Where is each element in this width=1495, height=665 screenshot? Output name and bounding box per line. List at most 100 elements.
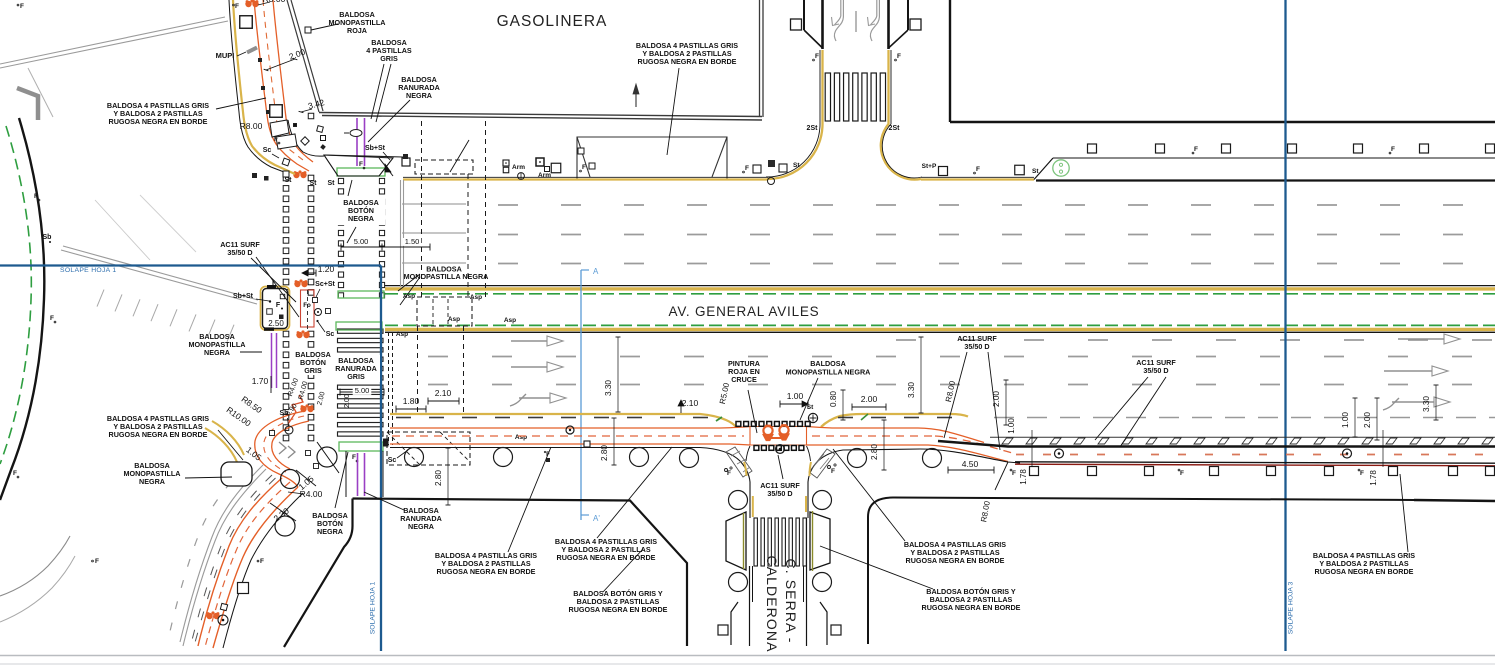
svg-text:BALDOSA: BALDOSA	[426, 265, 462, 274]
svg-text:Asp: Asp	[470, 294, 482, 301]
svg-text:A': A'	[593, 514, 600, 523]
svg-text:BALDOSA: BALDOSA	[343, 198, 379, 207]
svg-text:St+P: St+P	[922, 163, 937, 170]
svg-text:Y BALDOSA 2 PASTILLAS: Y BALDOSA 2 PASTILLAS	[113, 422, 203, 431]
svg-text:Y BALDOSA 2 PASTILLAS: Y BALDOSA 2 PASTILLAS	[113, 109, 203, 118]
svg-text:Sb: Sb	[43, 234, 52, 241]
svg-text:Asp: Asp	[504, 317, 516, 324]
svg-text:2.50: 2.50	[268, 319, 284, 328]
svg-text:R8.00: R8.00	[944, 380, 957, 403]
svg-text:2.00: 2.00	[344, 394, 351, 408]
svg-text:BOTÓN: BOTÓN	[317, 519, 343, 528]
svg-text:F: F	[359, 161, 363, 168]
svg-text:Fo: Fo	[303, 302, 311, 309]
svg-text:Y BALDOSA 2 PASTILLAS: Y BALDOSA 2 PASTILLAS	[642, 49, 732, 58]
svg-text:ROJA EN: ROJA EN	[728, 367, 760, 376]
svg-text:MONOPASTILLA: MONOPASTILLA	[329, 18, 386, 27]
svg-text:RANURADA: RANURADA	[335, 364, 377, 373]
svg-text:C. SERRA -: C. SERRA -	[783, 559, 799, 644]
svg-text:R8.00: R8.00	[240, 121, 263, 131]
svg-text:F: F	[815, 53, 819, 60]
svg-text:RUGOSA NEGRA EN BORDE: RUGOSA NEGRA EN BORDE	[638, 57, 737, 66]
svg-text:Y BALDOSA 2 PASTILLAS: Y BALDOSA 2 PASTILLAS	[1319, 559, 1409, 568]
svg-text:Sb: Sb	[280, 410, 289, 417]
svg-text:F: F	[20, 3, 24, 10]
svg-text:F: F	[235, 3, 239, 10]
svg-text:BALDOSA BOTÓN GRIS Y: BALDOSA BOTÓN GRIS Y	[573, 589, 663, 598]
svg-text:R5.00: R5.00	[718, 382, 731, 405]
svg-text:BALDOSA: BALDOSA	[339, 10, 375, 19]
svg-text:CRUCE: CRUCE	[731, 375, 757, 384]
svg-text:St: St	[328, 180, 336, 187]
svg-text:SOLAPE HOJA 3: SOLAPE HOJA 3	[1288, 582, 1295, 635]
svg-text:F: F	[1360, 470, 1364, 477]
svg-text:BALDOSA: BALDOSA	[295, 350, 331, 359]
svg-text:F: F	[727, 470, 731, 477]
svg-text:1.50: 1.50	[405, 237, 420, 246]
svg-text:F: F	[831, 468, 835, 475]
svg-text:AC11 SURF: AC11 SURF	[220, 240, 260, 249]
svg-text:Asp: Asp	[396, 331, 408, 338]
svg-text:Asp: Asp	[515, 434, 527, 441]
svg-text:St: St	[285, 177, 293, 184]
svg-text:BALDOSA: BALDOSA	[403, 506, 439, 515]
svg-text:MONOPASTILLA NEGRA: MONOPASTILLA NEGRA	[404, 272, 489, 281]
svg-text:BALDOSA 4 PASTILLAS GRIS: BALDOSA 4 PASTILLAS GRIS	[107, 414, 209, 423]
svg-text:SOLAPE HOJA 1: SOLAPE HOJA 1	[370, 582, 377, 635]
svg-text:BOTÓN: BOTÓN	[300, 358, 326, 367]
svg-text:St: St	[807, 404, 814, 411]
svg-text:1.70: 1.70	[252, 376, 269, 386]
svg-text:BALDOSA: BALDOSA	[371, 38, 407, 47]
svg-text:AC11 SURF: AC11 SURF	[1136, 358, 1176, 367]
svg-text:F: F	[1194, 146, 1198, 153]
svg-text:2.80: 2.80	[600, 445, 609, 461]
svg-text:St: St	[310, 180, 318, 187]
svg-text:MONOPASTILLA: MONOPASTILLA	[124, 469, 181, 478]
svg-text:CALDERONA: CALDERONA	[764, 555, 780, 652]
svg-text:R4.00: R4.00	[298, 381, 310, 401]
svg-text:RUGOSA NEGRA EN BORDE: RUGOSA NEGRA EN BORDE	[906, 556, 1005, 565]
svg-text:SOLAPE HOJA 1: SOLAPE HOJA 1	[60, 267, 116, 274]
svg-text:1.00: 1.00	[1341, 412, 1350, 428]
svg-text:BALDOSA 4 PASTILLAS GRIS: BALDOSA 4 PASTILLAS GRIS	[435, 551, 537, 560]
svg-text:35/50 D: 35/50 D	[1143, 366, 1168, 375]
svg-text:Sb+St: Sb+St	[365, 145, 386, 152]
svg-text:R3.00: R3.00	[263, 0, 286, 4]
svg-text:BALDOSA: BALDOSA	[338, 356, 374, 365]
svg-text:F: F	[976, 166, 980, 173]
svg-text:F: F	[34, 193, 38, 200]
svg-text:MONOPASTILLA NEGRA: MONOPASTILLA NEGRA	[786, 368, 871, 377]
svg-text:F: F	[95, 558, 99, 565]
svg-text:GRIS: GRIS	[304, 366, 322, 375]
svg-text:RUGOSA NEGRA EN BORDE: RUGOSA NEGRA EN BORDE	[109, 117, 208, 126]
svg-text:RUGOSA NEGRA EN BORDE: RUGOSA NEGRA EN BORDE	[437, 567, 536, 576]
svg-text:1.00: 1.00	[1007, 418, 1016, 434]
svg-text:2.80: 2.80	[870, 444, 879, 460]
svg-text:2.00: 2.00	[316, 391, 326, 406]
svg-text:2St: 2St	[889, 125, 901, 132]
svg-text:AC11 SURF: AC11 SURF	[957, 334, 997, 343]
svg-text:R4.00: R4.00	[300, 489, 323, 499]
svg-text:1.80: 1.80	[403, 396, 420, 406]
svg-text:F: F	[1391, 146, 1395, 153]
svg-text:3.30: 3.30	[604, 380, 613, 396]
svg-text:BALDOSA: BALDOSA	[401, 75, 437, 84]
svg-text:Arm: Arm	[538, 172, 551, 179]
svg-text:BALDOSA 4 PASTILLAS GRIS: BALDOSA 4 PASTILLAS GRIS	[107, 101, 209, 110]
svg-text:F: F	[260, 558, 264, 565]
svg-text:Arm: Arm	[512, 164, 525, 171]
svg-text:3.30: 3.30	[907, 382, 916, 398]
svg-text:F: F	[745, 165, 749, 172]
svg-text:RANURADA: RANURADA	[400, 514, 442, 523]
svg-text:35/50 D: 35/50 D	[767, 489, 792, 498]
svg-text:BALDOSA BOTÓN GRIS Y: BALDOSA BOTÓN GRIS Y	[926, 587, 1016, 596]
svg-text:RUGOSA NEGRA EN BORDE: RUGOSA NEGRA EN BORDE	[109, 430, 208, 439]
svg-text:Sc+St: Sc+St	[315, 281, 335, 288]
svg-text:Y BALDOSA 2 PASTILLAS: Y BALDOSA 2 PASTILLAS	[441, 559, 531, 568]
svg-text:F: F	[1012, 470, 1016, 477]
svg-text:NEGRA: NEGRA	[406, 91, 432, 100]
svg-text:2.00: 2.00	[861, 394, 878, 404]
svg-text:5.00: 5.00	[354, 237, 369, 246]
svg-text:1.20: 1.20	[318, 264, 335, 274]
svg-text:3.30: 3.30	[1422, 396, 1431, 412]
